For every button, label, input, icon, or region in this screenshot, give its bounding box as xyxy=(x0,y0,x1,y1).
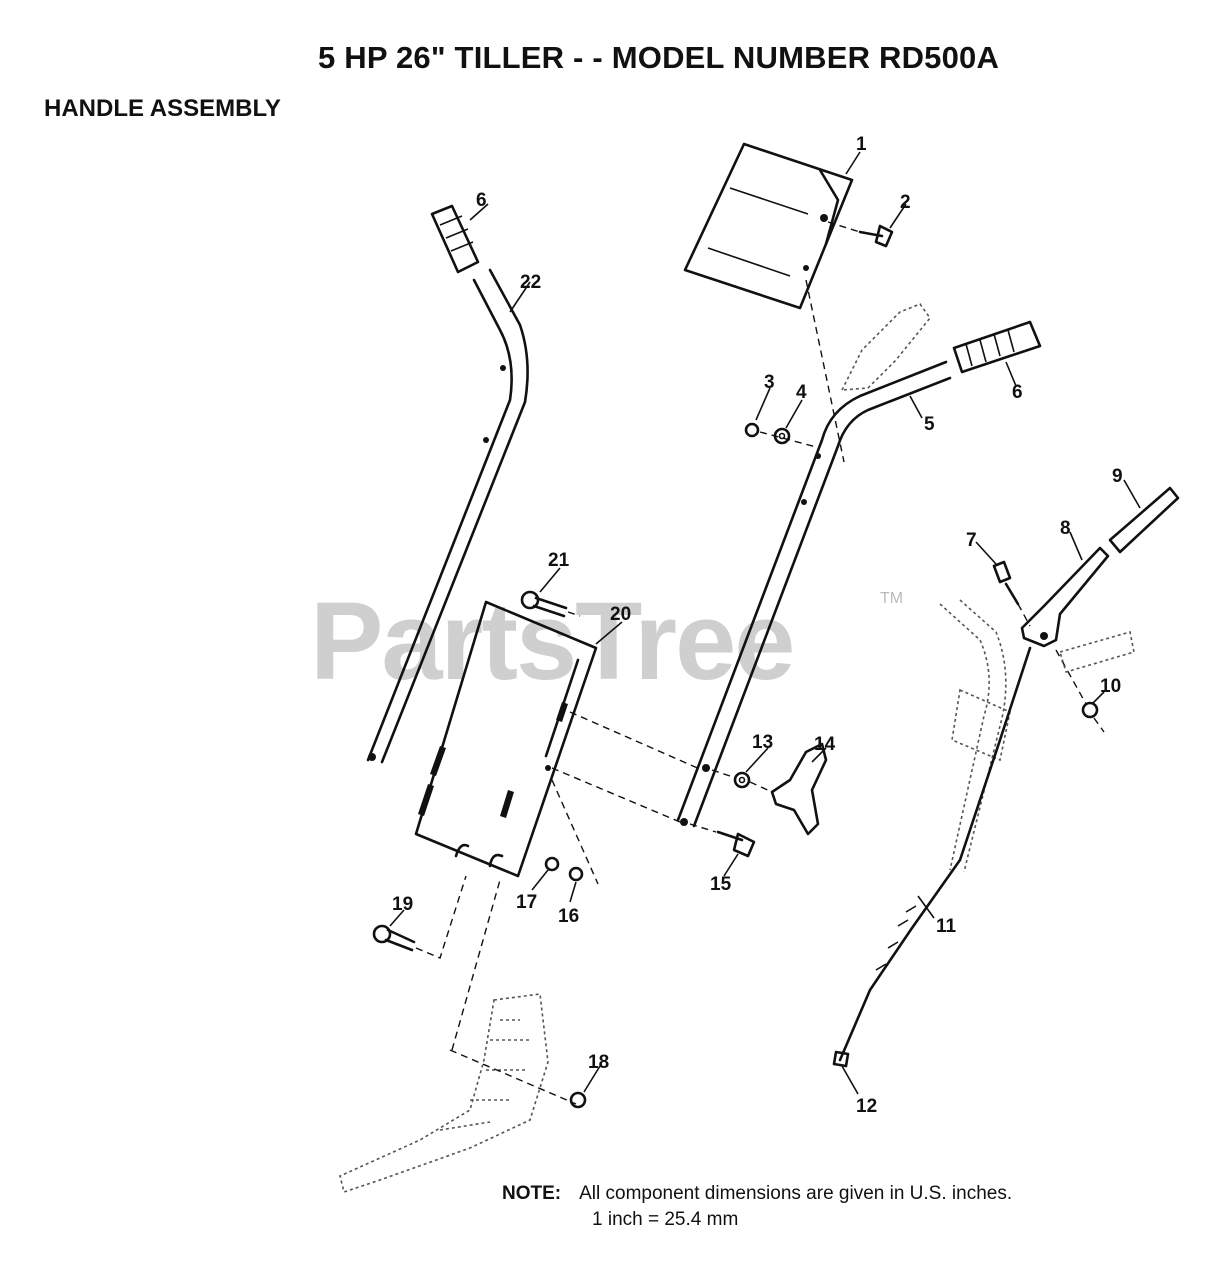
part-17-nut[interactable] xyxy=(544,856,560,872)
part-9-lever-grip[interactable] xyxy=(1108,486,1180,554)
callout-3: 3 xyxy=(764,372,775,393)
callout-7: 7 xyxy=(966,530,977,551)
part-19-bolt[interactable] xyxy=(372,875,467,959)
tiller-frame-ghost xyxy=(339,879,577,1194)
callout-9: 9 xyxy=(1112,466,1123,487)
callout-5: 5 xyxy=(924,414,935,435)
callout-19: 19 xyxy=(392,894,413,915)
callout-13: 13 xyxy=(752,732,773,753)
handle-ghost xyxy=(939,599,1135,873)
part-6-left-grip[interactable] xyxy=(430,204,480,274)
part-6-right-grip[interactable] xyxy=(952,320,1042,374)
part-5-right-handle-tube[interactable] xyxy=(676,303,952,828)
part-21-bolt[interactable] xyxy=(520,590,581,618)
part-7-shoulder-bolt[interactable] xyxy=(992,560,1031,627)
watermark-trademark: TM xyxy=(880,590,904,607)
callout-15: 15 xyxy=(710,874,732,895)
callout-labels: 1 2 3 4 5 6 6 7 8 9 10 11 12 13 14 15 16… xyxy=(392,134,1123,1117)
part-1-control-panel[interactable] xyxy=(683,142,854,310)
dimension-note: NOTE: All component dimensions are given … xyxy=(502,1183,1013,1230)
part-15-bolt[interactable] xyxy=(689,823,756,858)
part-13-washer[interactable] xyxy=(733,771,751,789)
part-2-screw[interactable] xyxy=(827,221,894,248)
callout-18: 18 xyxy=(588,1052,609,1073)
note-line-2: 1 inch = 25.4 mm xyxy=(592,1209,739,1230)
note-line-1: All component dimensions are given in U.… xyxy=(579,1183,1013,1204)
callout-20: 20 xyxy=(610,604,631,625)
part-18-nut[interactable] xyxy=(569,1091,587,1109)
part-12-cable-end[interactable] xyxy=(832,1050,850,1068)
part-14-knob[interactable] xyxy=(770,742,828,836)
part-3-nut[interactable] xyxy=(744,422,760,438)
callout-22: 22 xyxy=(520,272,541,293)
callout-21: 21 xyxy=(548,550,570,571)
note-label: NOTE: xyxy=(502,1183,562,1204)
part-22-left-handle-tube[interactable] xyxy=(366,268,529,764)
leader-lines xyxy=(389,151,1141,1095)
section-title: HANDLE ASSEMBLY xyxy=(44,95,281,122)
part-20-handle-bracket[interactable] xyxy=(414,600,598,878)
callout-10: 10 xyxy=(1100,676,1121,697)
callout-12: 12 xyxy=(856,1096,877,1117)
callout-1: 1 xyxy=(856,134,867,155)
callout-14: 14 xyxy=(814,734,836,755)
part-8-control-lever[interactable] xyxy=(1020,546,1110,648)
callout-8: 8 xyxy=(1060,518,1071,539)
callout-6-right: 6 xyxy=(1012,382,1023,403)
callout-11: 11 xyxy=(936,916,957,937)
callout-2: 2 xyxy=(900,192,911,213)
part-11-control-cable[interactable] xyxy=(838,646,1032,1062)
callout-17: 17 xyxy=(516,892,537,913)
watermark: PartsTree xyxy=(310,580,795,703)
callout-16: 16 xyxy=(558,906,579,927)
part-16-washer[interactable] xyxy=(568,866,584,882)
callout-6-left: 6 xyxy=(476,190,487,211)
callout-4: 4 xyxy=(796,382,807,403)
page-title: 5 HP 26" TILLER - - MODEL NUMBER RD500A xyxy=(318,40,1000,75)
part-10-nut[interactable] xyxy=(1055,649,1105,733)
